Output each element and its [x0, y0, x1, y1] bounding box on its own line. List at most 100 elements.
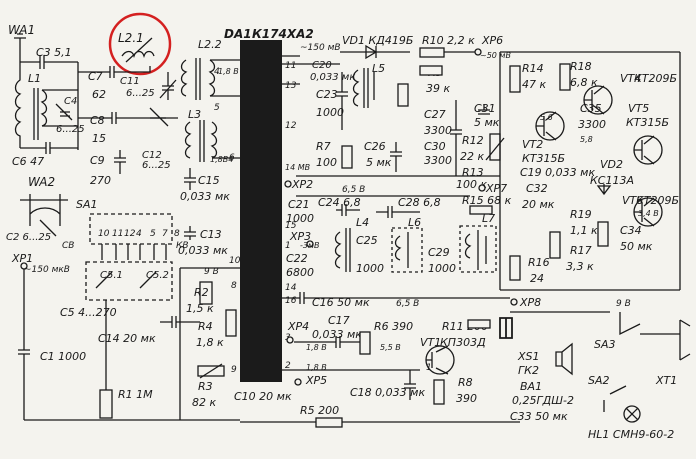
annot-3mv: -3мВ: [300, 241, 320, 250]
da1-part: К174ХА2: [252, 27, 314, 41]
label-ba1-value: 0,25ГДШ-2: [512, 394, 574, 407]
r6-resistor: [359, 331, 371, 355]
annot-kb: КВ: [176, 241, 189, 251]
label-r19: R19: [570, 208, 592, 221]
l6-coil: [394, 232, 409, 268]
label-c2: C2 6...25: [6, 232, 51, 243]
label-l4: L4: [356, 216, 369, 229]
r5-resistor: [315, 417, 343, 428]
pin-14: 14: [285, 283, 297, 293]
pin-12: 12: [285, 121, 297, 131]
label-c11: C11: [120, 76, 140, 87]
label-c12-value: 6...25: [142, 160, 171, 171]
label-r18: R18: [570, 60, 592, 73]
label-wa1: WA1: [8, 23, 35, 37]
label-c26: C26: [364, 140, 386, 153]
annot-50mv: ~50 мВ: [480, 51, 511, 60]
c11-trimmer-arrow: [159, 79, 177, 99]
label-l2.2: L2.2: [198, 38, 222, 51]
c5-gang-box: [85, 261, 173, 301]
label-xp3: XP3: [289, 230, 311, 243]
l2.2-right-coil: [208, 59, 216, 97]
label-c21-value: 1000: [286, 212, 314, 225]
annot-55b: 5,5 В: [380, 343, 401, 352]
label-r4-value: 1,8 к: [196, 336, 224, 349]
l3-right-coil: [210, 121, 218, 159]
label-c17: C17: [328, 314, 350, 327]
label-vt1: VT1: [420, 336, 441, 349]
label-r19-value: 1,1 к: [570, 224, 598, 237]
annot-58: 5,8: [580, 135, 593, 144]
label-c20: C20: [312, 60, 332, 71]
label-c30: C30: [424, 140, 446, 153]
label-vd2-value: КС113А: [590, 174, 634, 187]
label-c31: C31: [474, 102, 496, 115]
xp8-pin[interactable]: [510, 298, 518, 306]
label-r10: R10 2,2 к: [422, 34, 475, 47]
hl1-lamp-cross: [625, 407, 639, 421]
label-r2: R2: [194, 286, 209, 299]
label-r14-value: 47 к: [522, 78, 546, 91]
antenna-wires: [42, 62, 79, 150]
label-r6: R6 390: [374, 320, 413, 333]
xs1-jack[interactable]: [499, 317, 513, 339]
xp4-pin[interactable]: [286, 336, 294, 344]
sa2-switch[interactable]: [603, 385, 627, 412]
sa1-pin-5: 5: [150, 229, 156, 239]
label-ba1: ВА1: [520, 380, 542, 393]
label-r4: R4: [198, 320, 213, 333]
label-vt1-value: КП303Д: [440, 336, 486, 349]
label-r7: R7: [316, 140, 331, 153]
c9-capacitor: [114, 150, 126, 174]
pin-4: 4: [214, 67, 220, 77]
annot-150mv: ~150 мВ: [300, 43, 341, 53]
wa1-antenna: [14, 33, 26, 72]
highlight-circle: [108, 12, 172, 76]
xp1-pin[interactable]: [20, 262, 28, 270]
l7-shield: [459, 225, 497, 273]
xp3-pin[interactable]: [306, 240, 314, 248]
label-r12: R12: [462, 134, 484, 147]
label-vd2: VD2: [600, 158, 623, 171]
xp5-pin[interactable]: [294, 378, 302, 386]
label-c22-value: 6800: [286, 266, 314, 279]
r15-resistor: [469, 205, 493, 215]
label-r3: R3: [198, 380, 213, 393]
label-c3: C3 5,1: [36, 46, 72, 59]
label-c6: C6 47: [12, 155, 44, 168]
label-vt4-value: КТ209Б: [634, 72, 677, 85]
l5-coil: [352, 68, 375, 108]
label-c13: C13: [200, 228, 222, 241]
sa1-pin-10: 10: [98, 229, 110, 239]
label-c27: C27: [424, 108, 446, 121]
left-supply-wire: [179, 267, 240, 420]
r12-arrow: [485, 137, 505, 161]
label-vt5-value: КТ315Б: [626, 116, 669, 129]
label-c35-value: 3300: [578, 118, 606, 131]
annot-65b-bottom: 6,5 В: [396, 299, 419, 309]
pin-10: 10: [229, 256, 241, 266]
label-c15-value: 0,033 мк: [180, 190, 230, 203]
label-c29-value: 1000: [428, 262, 456, 275]
xp7-pin[interactable]: [478, 184, 486, 192]
da1-chip: [240, 40, 282, 382]
label-r3-value: 82 к: [192, 396, 216, 409]
label-c34: C34: [620, 224, 642, 237]
vt2-leads: [536, 111, 557, 141]
annot-14mv: 14 МВ: [285, 163, 310, 172]
l2.1-coil: [121, 37, 155, 63]
pin-5: 5: [214, 103, 220, 113]
sa1-pin-7: 7: [162, 229, 168, 239]
amp-supply-frame: [499, 51, 681, 291]
sa3-switch[interactable]: [619, 312, 680, 336]
c28-capacitor: [376, 206, 420, 218]
pin-2: 2: [285, 361, 291, 371]
l2.2-wires: [210, 59, 240, 97]
c5-arrows: [95, 271, 157, 289]
xp2-pin[interactable]: [284, 180, 292, 188]
pin-13: 13: [285, 81, 297, 91]
vt1-leads: [426, 345, 449, 375]
r8-resistor: [433, 379, 445, 405]
